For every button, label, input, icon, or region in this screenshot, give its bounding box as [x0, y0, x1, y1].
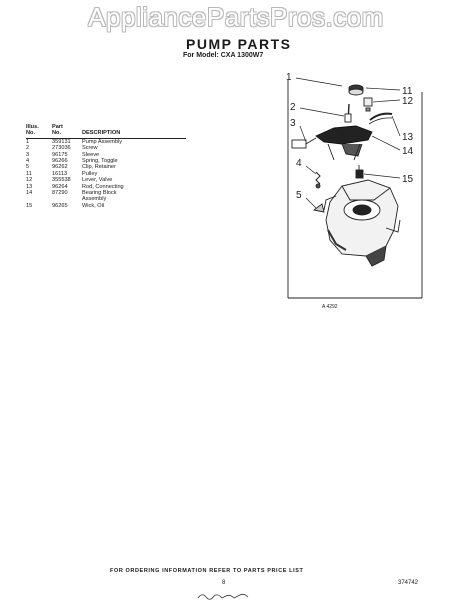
- pump-housing-part: [323, 179, 401, 267]
- cell-part-no: 87290: [52, 190, 68, 197]
- table-row: 15 96265 Wick, Oil: [26, 203, 186, 209]
- cell-illus-no: 3: [26, 151, 30, 158]
- callout-14: 14: [402, 146, 414, 157]
- callout-labels: 1 2 3 4 5 11 12 13 14 15: [286, 72, 414, 201]
- header-illus-no: Illus. No.: [26, 124, 52, 139]
- callout-1: 1: [286, 72, 292, 83]
- callout-2: 2: [290, 102, 296, 113]
- cell-illus-no: 12: [26, 177, 33, 184]
- callout-15: 15: [402, 174, 414, 185]
- table-row: Assembly: [26, 196, 186, 202]
- callout-12: 12: [402, 96, 414, 107]
- cell-description: Clip, Retainer: [82, 164, 116, 171]
- cell-description: Pulley: [82, 170, 98, 177]
- handwritten-scribble: [197, 593, 249, 600]
- table-row: 4 96266 Spring, Toggle: [26, 158, 186, 164]
- cell-illus-no: 13: [26, 183, 33, 190]
- page-number: 8: [222, 580, 226, 586]
- cell-illus-no: 1: [26, 138, 30, 145]
- header-illus-line2: No.: [26, 130, 36, 137]
- cell-illus-no: 2: [26, 145, 30, 152]
- screw-sleeve-part: [344, 103, 352, 123]
- cell-part-no: 96266: [52, 158, 68, 165]
- header-part-no: Part No.: [52, 124, 82, 139]
- cell-part-no: 355538: [52, 177, 71, 184]
- cell-part-no: 16113: [52, 170, 68, 177]
- cell-illus-no: 4: [26, 158, 30, 165]
- header-description: DESCRIPTION: [82, 124, 186, 139]
- cell-illus-no: 14: [26, 190, 33, 197]
- callout-13: 13: [402, 132, 414, 143]
- cell-description: Sleeve: [82, 151, 100, 158]
- retainer-clip-part: [312, 203, 325, 213]
- cell-part-no: 359131: [52, 138, 71, 145]
- callout-5: 5: [296, 190, 302, 201]
- cell-description: Lever, Valve: [82, 177, 113, 184]
- leader-lines: [295, 77, 401, 209]
- table-row: 1 359131 Pump Assembly: [26, 138, 186, 145]
- oil-wick-part: [355, 165, 364, 179]
- table-row: 14 87290 Bearing Block: [26, 190, 186, 196]
- header-part-line2: No.: [52, 130, 62, 137]
- cell-part-no: 96175: [52, 151, 68, 158]
- cell-description: Screw: [82, 145, 98, 152]
- ordering-info-footer: FOR ORDERING INFORMATION REFER TO PARTS …: [110, 568, 304, 574]
- parts-table-header: Illus. No. Part No. DESCRIPTION: [26, 124, 186, 139]
- cell-part-no: 96265: [52, 202, 68, 209]
- table-row: 5 96262 Clip, Retainer: [26, 164, 186, 170]
- cell-description: Bearing Block: [82, 190, 117, 197]
- cell-illus-no: 5: [26, 164, 30, 171]
- cell-part-no: 96264: [52, 183, 68, 190]
- pulley-part: [348, 84, 364, 96]
- cell-part-no: 273036: [52, 145, 71, 152]
- pump-diagram: 1 2 3 4 5 11 12 13 14 15: [286, 72, 423, 299]
- valve-lever-part: [363, 97, 373, 112]
- cell-illus-no: 15: [26, 202, 33, 209]
- model-line: For Model: CXA 1300W7: [183, 52, 264, 59]
- callout-11: 11: [402, 86, 413, 97]
- cell-illus-no: 11: [26, 170, 32, 177]
- connecting-rod-part: [368, 112, 393, 125]
- table-row: 12 355538 Lever, Valve: [26, 177, 186, 183]
- figure-code: A 4292: [322, 304, 338, 310]
- cell-description: Spring, Toggle: [82, 158, 118, 165]
- header-illus-line1: Illus.: [26, 124, 39, 130]
- cell-description: Rod, Connecting: [82, 183, 124, 190]
- toggle-spring-part: [315, 171, 321, 189]
- bearing-block-part: [291, 125, 373, 161]
- header-part-line1: Part: [52, 124, 63, 130]
- page-title: PUMP PARTS: [186, 36, 292, 52]
- cell-description: Assembly: [82, 196, 107, 203]
- callout-3: 3: [290, 118, 296, 129]
- table-row: 11 16113 Pulley: [26, 171, 186, 177]
- cell-description: Wick, Oil: [82, 202, 105, 209]
- watermark-text: AppliancePartsPros.com: [88, 2, 384, 32]
- cell-part-no: 96262: [52, 164, 68, 171]
- table-row: 2 273036 Screw: [26, 145, 186, 151]
- cell-description: Pump Assembly: [82, 138, 123, 145]
- table-row: 13 96264 Rod, Connecting: [26, 184, 186, 190]
- table-row: 3 96175 Sleeve: [26, 152, 186, 158]
- document-number: 374742: [398, 580, 419, 586]
- callout-4: 4: [296, 158, 302, 169]
